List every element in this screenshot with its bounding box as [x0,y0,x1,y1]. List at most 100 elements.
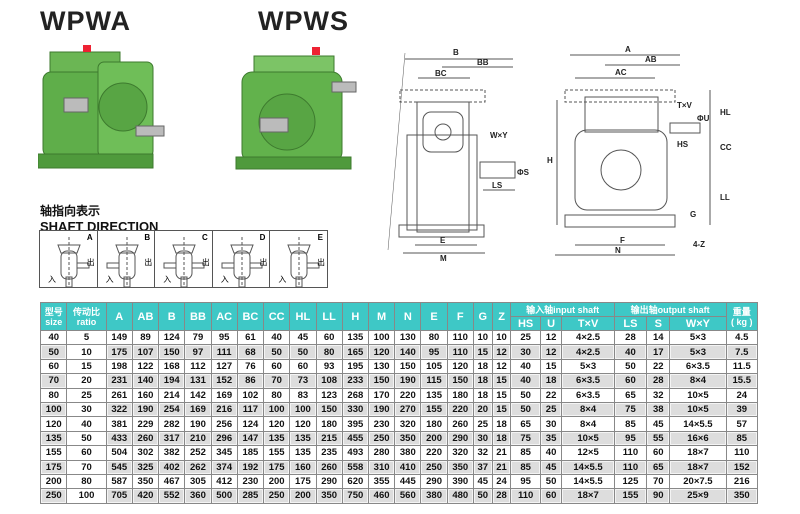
table-cell: 135 [264,431,290,446]
table-cell: 100 [67,489,106,503]
table-cell: 260 [447,417,473,431]
table-cell: 325 [132,460,159,474]
table-cell: 15 [473,345,492,359]
dim-label: H [547,156,553,165]
table-cell: 107 [132,345,159,359]
table-cell: 50 [67,431,106,446]
table-cell: 345 [211,446,237,460]
dim-header-e: E [421,303,447,330]
output-label: 出 [86,258,95,267]
table-cell: 30 [473,431,492,446]
table-cell: 50 [264,345,290,359]
dim-label: B [453,48,459,57]
table-cell: 152 [726,460,757,474]
table-cell: 68 [237,345,264,359]
table-cell: 110 [447,331,473,345]
table-cell: 40 [614,345,647,359]
dim-header-b: B [159,303,185,330]
table-cell: 15.5 [726,374,757,388]
table-cell: 70 [67,460,106,474]
table-cell: 285 [237,489,264,503]
input-label: 入 [163,275,172,284]
table-cell: 231 [106,374,132,388]
variant-letter: C [202,233,208,242]
table-cell: 250 [421,460,447,474]
table-cell: 80 [67,474,106,489]
table-cell: 25 [67,388,106,402]
dim-header-ab: AB [132,303,159,330]
table-cell: 360 [185,489,211,503]
table-cell: 180 [316,417,342,431]
table-cell: 6×3.5 [562,374,614,388]
table-cell: 420 [132,489,159,503]
dim-label: 4-Z [693,240,705,249]
table-cell: 290 [316,474,342,489]
table-cell: 142 [185,388,211,402]
input-label: 入 [278,275,287,284]
table-cell: 25 [511,331,540,345]
table-cell: 60 [290,359,316,374]
table-cell: 15 [67,359,106,374]
table-cell: 504 [106,446,132,460]
shaft-direction-diagram [163,237,205,288]
table-cell: 120 [368,345,395,359]
table-cell: 108 [316,374,342,388]
table-cell: 7.5 [726,345,757,359]
side-view-drawing: B BB BC W×Y ΦS LS E M [387,48,530,263]
table-cell: 70 [264,374,290,388]
table-cell: 433 [106,431,132,446]
table-cell: 180 [421,417,447,431]
output-label: 出 [259,258,268,267]
table-cell: 160 [132,388,159,402]
table-cell: 40 [41,331,67,345]
table-cell: 175 [290,474,316,489]
table-cell: 18×7 [562,489,614,503]
table-cell: 80 [421,331,447,345]
table-cell: 95 [421,345,447,359]
table-cell: 233 [342,374,368,388]
dim-label: W×Y [490,131,508,140]
table-cell: 127 [211,359,237,374]
table-cell: 350 [395,431,421,446]
table-cell: 65 [647,460,670,474]
table-cell: 20 [473,402,492,417]
table-cell: 50 [614,359,647,374]
variant-letter: D [259,233,266,242]
table-cell: 18×7 [670,446,726,460]
table-cell: 175 [41,460,67,474]
table-cell: 40 [264,331,290,345]
dim-label: AC [615,68,627,77]
table-cell: 200 [290,489,316,503]
table-cell: 262 [185,460,211,474]
table-cell: 252 [185,446,211,460]
table-cell: 229 [132,417,159,431]
table-cell: 155 [421,402,447,417]
table-cell: 10×5 [670,402,726,417]
table-cell: 216 [211,402,237,417]
table-cell: 215 [316,431,342,446]
table-cell: 112 [185,359,211,374]
dim-header-bb: BB [185,303,211,330]
table-cell: 60 [41,359,67,374]
table-cell: 24 [492,474,511,489]
table-cell: 155 [614,489,647,503]
table-cell: 350 [132,474,159,489]
table-cell: 131 [185,374,211,388]
table-cell: 558 [342,460,368,474]
table-cell: 65 [614,388,647,402]
table-cell: 37 [473,460,492,474]
variant-letter: B [144,233,151,242]
table-cell: 80 [41,388,67,402]
table-cell: 155 [264,446,290,460]
table-cell: 45 [647,417,670,431]
table-cell: 155 [41,446,67,460]
table-cell: 380 [421,489,447,503]
weight-header: 重量( kg ) [726,303,757,330]
table-cell: 190 [368,402,395,417]
table-cell: 130 [368,359,395,374]
